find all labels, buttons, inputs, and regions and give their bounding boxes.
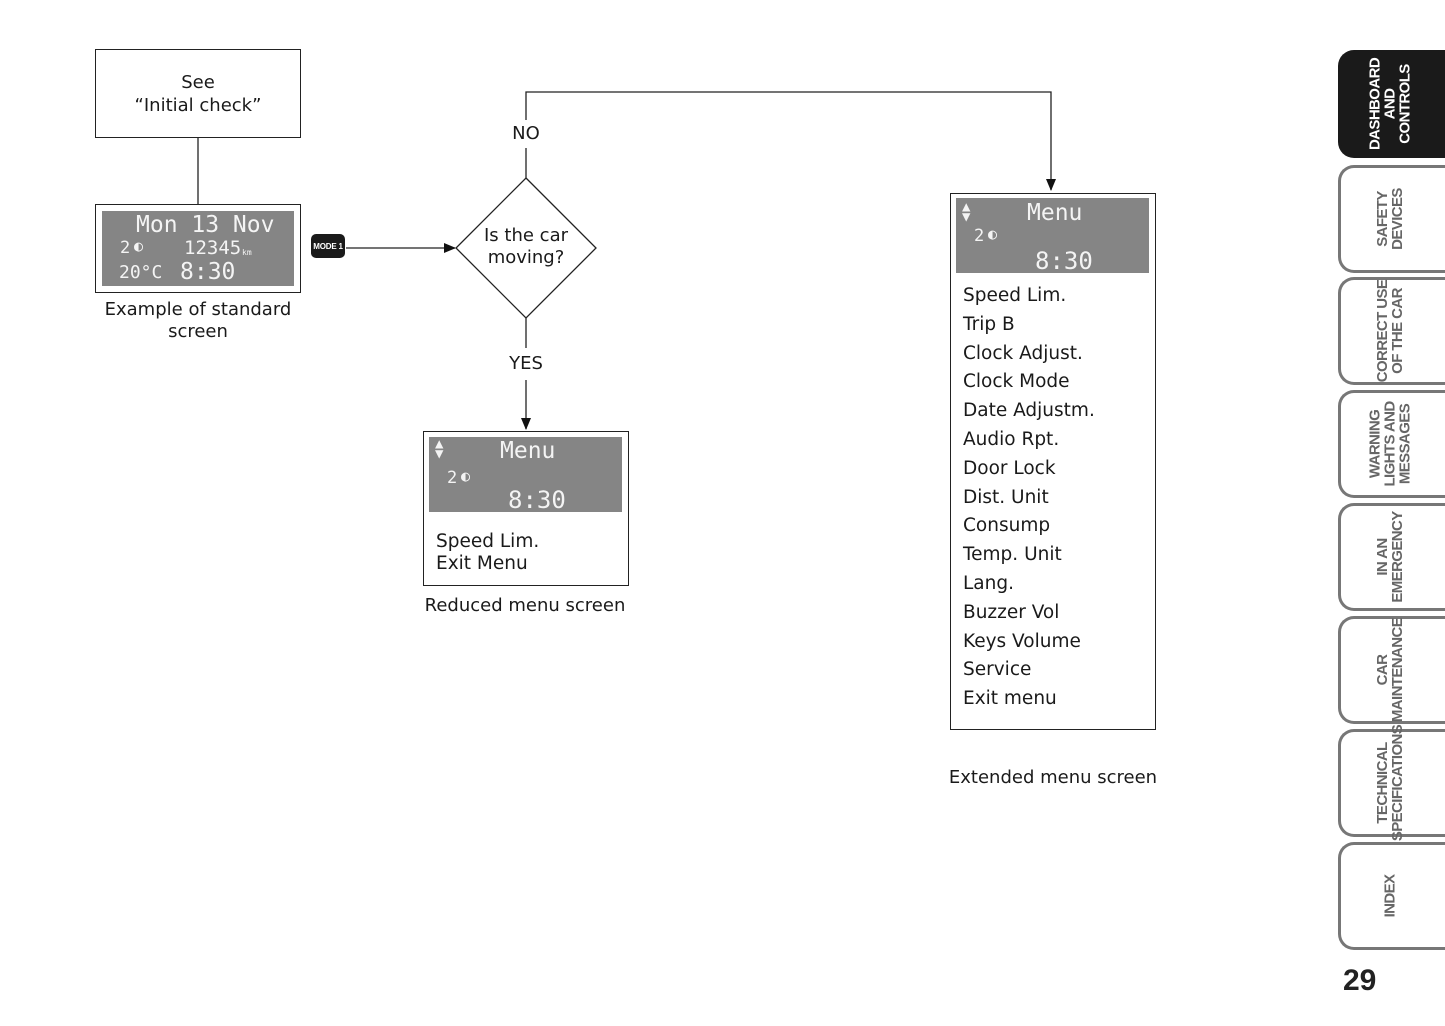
- extended-menu-item: Clock Adjust.: [963, 342, 1083, 364]
- extended-menu-gear: 2: [974, 226, 985, 246]
- standard-odometer-unit: km: [242, 248, 252, 257]
- extended-menu-time: 8:30: [1035, 247, 1093, 275]
- tab-label: IN AN EMERGENCY: [1373, 511, 1406, 603]
- tab-in-an-emergency[interactable]: IN AN EMERGENCY: [1338, 503, 1445, 611]
- scroll-arrows-icon: ▲▼: [962, 199, 971, 225]
- extended-menu-item: Trip B: [963, 313, 1015, 335]
- extended-menu-frame: ▲▼ Menu 2 ◐ 8:30 Speed Lim. Trip B Clock…: [950, 193, 1156, 730]
- reduced-menu-time: 8:30: [508, 486, 566, 514]
- extended-menu-item: Door Lock: [963, 457, 1056, 479]
- reduced-menu-display: ▲▼ Menu 2 ◐ 8:30: [429, 436, 622, 514]
- tab-safety-devices[interactable]: SAFETY DEVICES: [1338, 165, 1445, 273]
- tab-label: CORRECT USE OF THE CAR: [1373, 279, 1406, 383]
- standard-caption-line2: screen: [168, 321, 228, 342]
- decision-line1: Is the car: [484, 225, 568, 246]
- tab-label: WARNING LIGHTS AND MESSAGES: [1366, 401, 1413, 487]
- standard-screen-display: Mon 13 Nov 2 ◐ 12345 km 20°C 8:30: [102, 211, 294, 286]
- extended-menu-item: Consump: [963, 515, 1051, 537]
- tab-index[interactable]: INDEX: [1338, 842, 1445, 950]
- reduced-menu-gear: 2: [447, 468, 458, 488]
- extended-menu-item: Dist. Unit: [963, 486, 1049, 508]
- reduced-menu-title: Menu: [500, 438, 556, 464]
- arrow-no-to-extended: [525, 91, 1056, 191]
- extended-menu-item: Exit menu: [963, 688, 1057, 710]
- extended-menu-item: Clock Mode: [963, 371, 1070, 393]
- extended-menu-item: Speed Lim.: [963, 285, 1067, 306]
- initial-check-line1: See: [181, 72, 215, 93]
- scroll-arrows-icon: ▲▼: [435, 436, 444, 462]
- tab-label: INDEX: [1381, 874, 1398, 918]
- reduced-menu-item: Exit Menu: [436, 553, 528, 574]
- extended-menu-item: Audio Rpt.: [963, 428, 1060, 450]
- headlight-icon: ◐: [461, 467, 471, 485]
- standard-screen-frame: Mon 13 Nov 2 ◐ 12345 km 20°C 8:30: [95, 204, 301, 293]
- standard-gear: 2: [120, 238, 131, 258]
- extended-menu-display: ▲▼ Menu 2 ◐ 8:30: [956, 198, 1149, 275]
- tab-car-maintenance[interactable]: CAR MAINTENANCE: [1338, 616, 1445, 724]
- mode-button: MODE 1: [311, 234, 345, 258]
- decision-yes-label: YES: [509, 353, 543, 374]
- standard-temperature: 20°C: [119, 262, 163, 283]
- tab-label: TECHNICAL SPECIFICATIONS: [1373, 724, 1406, 842]
- extended-menu-item: Date Adjustm.: [963, 400, 1095, 422]
- headlight-icon: ◐: [988, 225, 998, 243]
- standard-date: Mon 13 Nov: [136, 212, 275, 238]
- tab-label: SAFETY DEVICES: [1373, 188, 1406, 250]
- extended-menu-item: Keys Volume: [963, 630, 1081, 652]
- extended-menu-title: Menu: [1027, 200, 1083, 226]
- extended-menu-item: Lang.: [963, 572, 1014, 594]
- initial-check-box: See “Initial check”: [95, 49, 301, 138]
- decision-line2: moving?: [487, 247, 565, 268]
- tab-technical-specifications[interactable]: TECHNICAL SPECIFICATIONS: [1338, 725, 1445, 841]
- extended-menu-item: Service: [963, 659, 1032, 681]
- initial-check-line2: “Initial check”: [134, 95, 262, 116]
- extended-menu-caption: Extended menu screen: [948, 767, 1158, 788]
- tab-warning-lights[interactable]: WARNING LIGHTS AND MESSAGES: [1338, 390, 1445, 498]
- standard-odometer: 12345: [184, 237, 242, 259]
- extended-menu-item: Temp. Unit: [963, 544, 1062, 566]
- standard-time: 8:30: [180, 259, 236, 285]
- tab-label: DASHBOARD AND CONTROLS: [1366, 57, 1413, 151]
- page-number: 29: [1343, 964, 1377, 997]
- standard-caption-line1: Example of standard: [104, 299, 292, 320]
- reduced-menu-item: Speed Lim.: [436, 531, 540, 552]
- headlight-icon: ◐: [134, 237, 144, 255]
- tab-dashboard-and-controls[interactable]: DASHBOARD AND CONTROLS: [1338, 50, 1445, 158]
- tab-correct-use[interactable]: CORRECT USE OF THE CAR: [1338, 277, 1445, 385]
- reduced-menu-frame: ▲▼ Menu 2 ◐ 8:30 Speed Lim. Exit Menu: [423, 431, 629, 586]
- tab-label: CAR MAINTENANCE: [1373, 617, 1406, 723]
- decision-no-label: NO: [512, 123, 540, 144]
- extended-menu-list: Speed Lim. Trip B Clock Adjust. Clock Mo…: [963, 282, 1095, 714]
- reduced-menu-caption: Reduced menu screen: [424, 595, 626, 616]
- extended-menu-item: Buzzer Vol: [963, 601, 1060, 623]
